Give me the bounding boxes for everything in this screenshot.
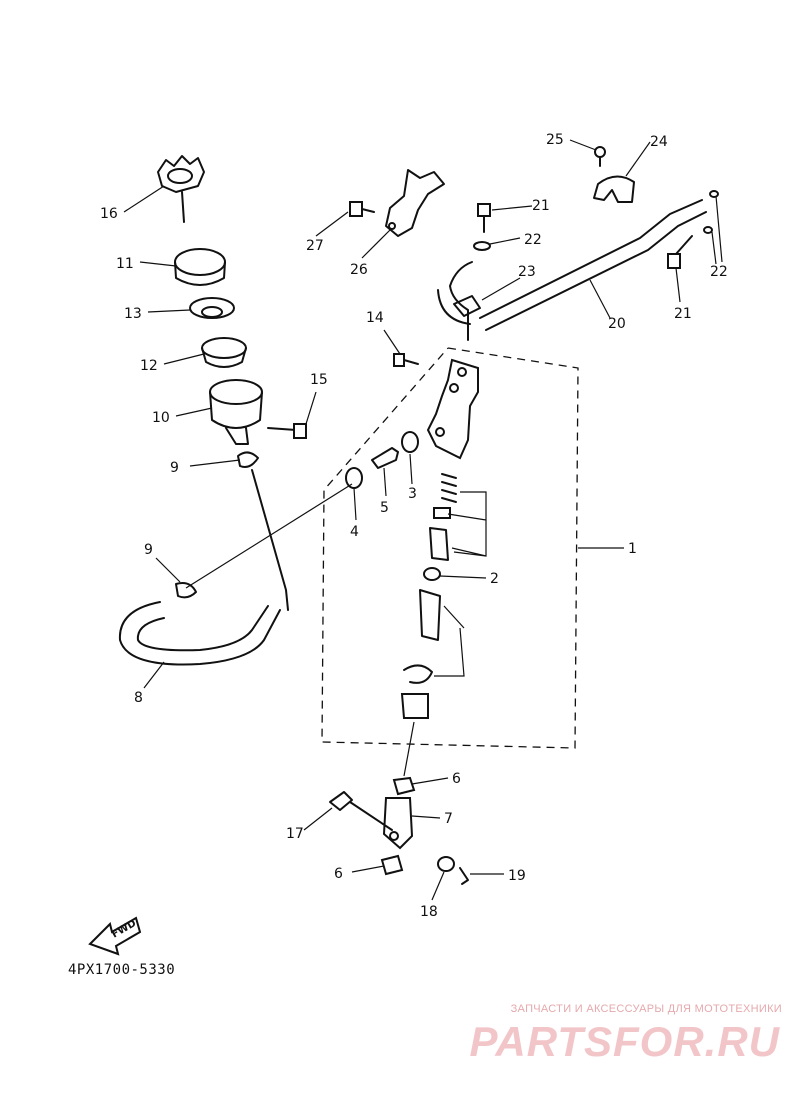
- part-17-clevis-pin: [329, 791, 393, 831]
- callout-22-lower: 22: [710, 264, 728, 280]
- part-18-washer: [437, 856, 455, 872]
- part-26-bracket: [385, 169, 445, 237]
- part-10-reservoir: [209, 379, 263, 445]
- callout-2: 2: [490, 571, 499, 587]
- callout-25: 25: [546, 132, 564, 148]
- part-20-brake-hose: [437, 199, 707, 341]
- callout-23: 23: [518, 264, 536, 280]
- callout-8: 8: [134, 690, 143, 706]
- callout-6-upper: 6: [452, 771, 461, 787]
- part-5-hose-joint: [371, 447, 399, 469]
- hose-routing-line: [185, 483, 353, 589]
- part-14-bolt: [393, 353, 419, 367]
- part-6-nut-upper: [392, 776, 416, 796]
- callout-21-lower: 21: [674, 306, 692, 322]
- part-27-bolt: [349, 201, 375, 217]
- callout-9-upper: 9: [170, 460, 179, 476]
- pushrod-line: [403, 721, 415, 777]
- part-24-hose-holder: [593, 175, 635, 203]
- master-cylinder-body: [426, 358, 479, 460]
- callout-24: 24: [650, 134, 668, 150]
- part-13-diaphragm-plate: [189, 297, 235, 319]
- part-1-internal-kit: [400, 473, 487, 719]
- callout-1: 1: [628, 541, 637, 557]
- part-9-hose-clip-upper: [237, 451, 259, 468]
- part-15-bolt: [267, 423, 307, 439]
- callout-labels: 1 2 3 4 5 6 6 7 8 9 9 10 11 12 13 14 15 …: [100, 132, 728, 920]
- part-23-hose-guide: [453, 295, 481, 317]
- callout-6-lower: 6: [334, 866, 343, 882]
- callout-27: 27: [306, 238, 324, 254]
- part-11-reservoir-cap: [174, 248, 226, 286]
- callout-7: 7: [444, 811, 453, 827]
- fwd-arrow: FWD: [88, 916, 142, 956]
- callout-19: 19: [508, 868, 526, 884]
- callout-4: 4: [350, 524, 359, 540]
- callout-15: 15: [310, 372, 328, 388]
- callout-17: 17: [286, 826, 304, 842]
- callout-11: 11: [116, 256, 134, 272]
- part-6-nut-lower: [380, 854, 404, 876]
- part-4-circlip: [345, 467, 363, 489]
- callout-20: 20: [608, 316, 626, 332]
- callout-3: 3: [408, 486, 417, 502]
- callout-21-upper: 21: [532, 198, 550, 214]
- callout-16: 16: [100, 206, 118, 222]
- callout-leaders: [123, 139, 723, 901]
- callout-9-lower: 9: [144, 542, 153, 558]
- diagram-code: 4PX1700-5330: [68, 962, 176, 978]
- part-21-union-bolt-upper: [477, 203, 491, 233]
- part-8-reservoir-hose: [118, 469, 289, 666]
- part-16-cap-retainer: [157, 155, 205, 223]
- callout-18: 18: [420, 904, 438, 920]
- callout-22-upper: 22: [524, 232, 542, 248]
- callout-5: 5: [380, 500, 389, 516]
- part-19-cotter-pin: [459, 867, 469, 885]
- part-12-diaphragm: [201, 337, 247, 368]
- part-22-copper-washer-lower: [703, 190, 719, 234]
- part-7-clevis: [382, 797, 414, 850]
- watermark-tagline: ЗАПЧАСТИ И АКСЕССУАРЫ ДЛЯ МОТОТЕХНИКИ: [510, 1003, 782, 1015]
- callout-12: 12: [140, 358, 158, 374]
- callout-10: 10: [152, 410, 170, 426]
- part-21-union-bolt-lower: [667, 235, 693, 269]
- part-25-screw: [594, 146, 606, 167]
- callout-13: 13: [124, 306, 142, 322]
- part-22-copper-washer-upper: [473, 241, 491, 251]
- callout-14: 14: [366, 310, 384, 326]
- callout-26: 26: [350, 262, 368, 278]
- watermark-brand: PARTSFOR.RU: [469, 1018, 780, 1065]
- part-3-o-ring: [401, 431, 419, 453]
